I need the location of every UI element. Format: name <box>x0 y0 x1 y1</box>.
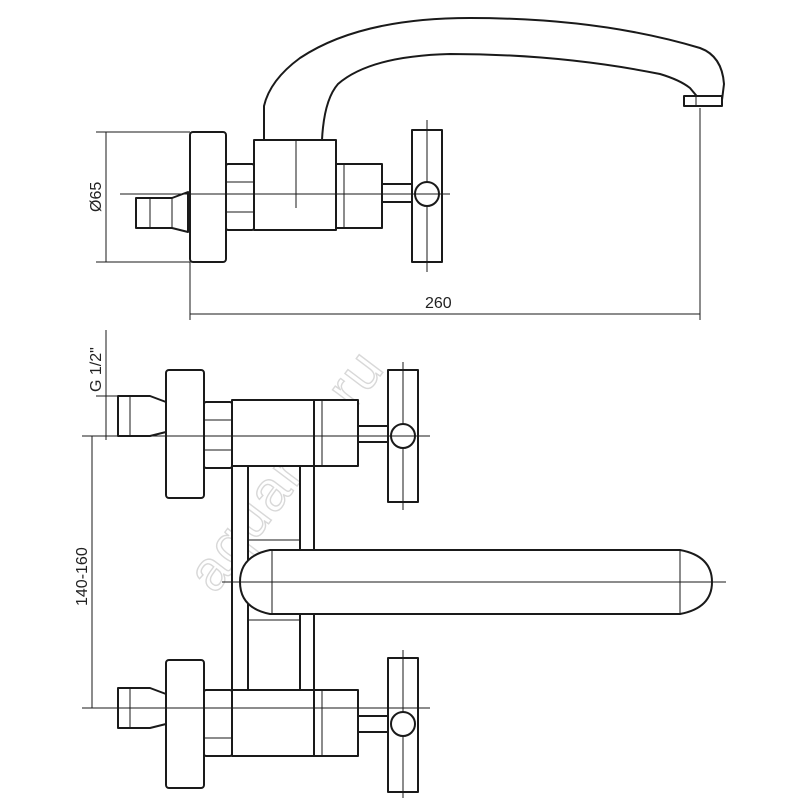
hex-nut <box>225 163 255 231</box>
spacing-dimension: 140-160 <box>74 435 130 709</box>
upper-inlet-fitting <box>117 395 167 437</box>
lower-bonnet <box>313 689 359 757</box>
lower-handle-cap <box>390 711 416 737</box>
upper-bonnet <box>313 399 359 467</box>
lower-hex-nut <box>203 689 233 757</box>
diameter-dimension: Ø65 <box>88 131 190 263</box>
aerator <box>683 95 723 107</box>
valve-bonnet <box>335 163 383 229</box>
lower-flange <box>165 659 205 789</box>
side-view: Ø65 260 <box>88 17 725 320</box>
upper-valve-body <box>231 399 315 467</box>
length-dimension: 260 <box>189 108 701 320</box>
spacing-label: 140-160 <box>74 547 91 606</box>
thread-label: G 1/2" <box>88 347 105 392</box>
spout <box>263 17 725 141</box>
lower-stem <box>357 715 389 733</box>
lower-valve-body <box>231 689 315 757</box>
upper-hex-nut <box>203 401 233 469</box>
length-label: 260 <box>425 295 452 312</box>
valve-stem <box>381 183 413 203</box>
valve-body <box>253 139 337 231</box>
wall-flange <box>189 131 227 263</box>
upper-stem <box>357 425 389 443</box>
upper-flange <box>165 369 205 499</box>
inlet-fitting <box>135 191 189 233</box>
front-view: G 1/2" 140-160 <box>74 330 726 798</box>
diameter-label: Ø65 <box>88 182 105 212</box>
